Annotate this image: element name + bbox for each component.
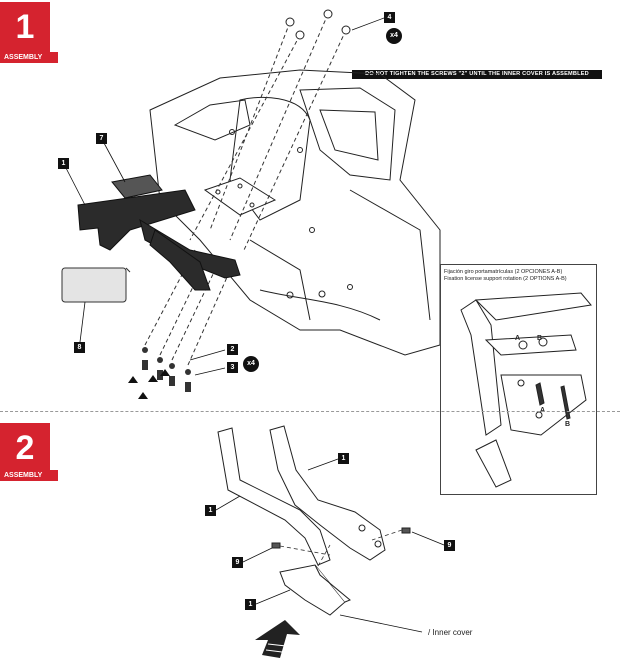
callout-washer: 2 <box>227 344 238 355</box>
step-2-number: 2 <box>0 423 50 473</box>
inset-illustration <box>460 292 592 488</box>
right-arm <box>269 425 386 561</box>
callout-screw-left: 9 <box>232 557 243 568</box>
step-1-tab: ASSEMBLY <box>0 52 58 63</box>
inner-cover-label: / Inner cover <box>428 628 473 637</box>
quantity-badge-bottom: x4 <box>243 356 259 372</box>
inset-label-a2: A <box>540 407 546 414</box>
inset-caption-en: Fixation license support rotation (2 OPT… <box>444 276 567 282</box>
step-1-illustration <box>61 9 441 399</box>
step-2-tab: ASSEMBLY <box>0 470 58 481</box>
callout-plate: 8 <box>74 342 85 353</box>
inset-label-a: A <box>515 335 521 342</box>
callout-bracket: 1 <box>58 158 69 169</box>
left-arm <box>217 427 331 566</box>
rotation-options-inset: Fijación giro portamatrículas (2 OPCIONE… <box>440 264 597 495</box>
warning-banner: DO NOT TIGHTEN THE SCREWS "2" UNTIL THE … <box>352 70 602 79</box>
inset-label-b2: B <box>565 421 571 428</box>
callout-cover: 1 <box>245 599 256 610</box>
license-bracket <box>77 189 196 251</box>
callout-right-arm: 1 <box>338 453 349 464</box>
direction-arrow <box>255 620 300 658</box>
section-divider <box>0 411 620 412</box>
callout-left-arm: 1 <box>205 505 216 516</box>
quantity-badge-top: x4 <box>386 28 402 44</box>
callout-screw-right: 9 <box>444 540 455 551</box>
step-1-number: 1 <box>0 2 50 52</box>
callout-nut: 4 <box>384 12 395 23</box>
inset-label-b: B <box>537 335 543 342</box>
inset-caption-es: Fijación giro portamatrículas (2 OPCIONE… <box>444 269 563 275</box>
callout-screw: 3 <box>227 362 238 373</box>
callout-light: 7 <box>96 133 107 144</box>
license-plate <box>61 267 127 303</box>
